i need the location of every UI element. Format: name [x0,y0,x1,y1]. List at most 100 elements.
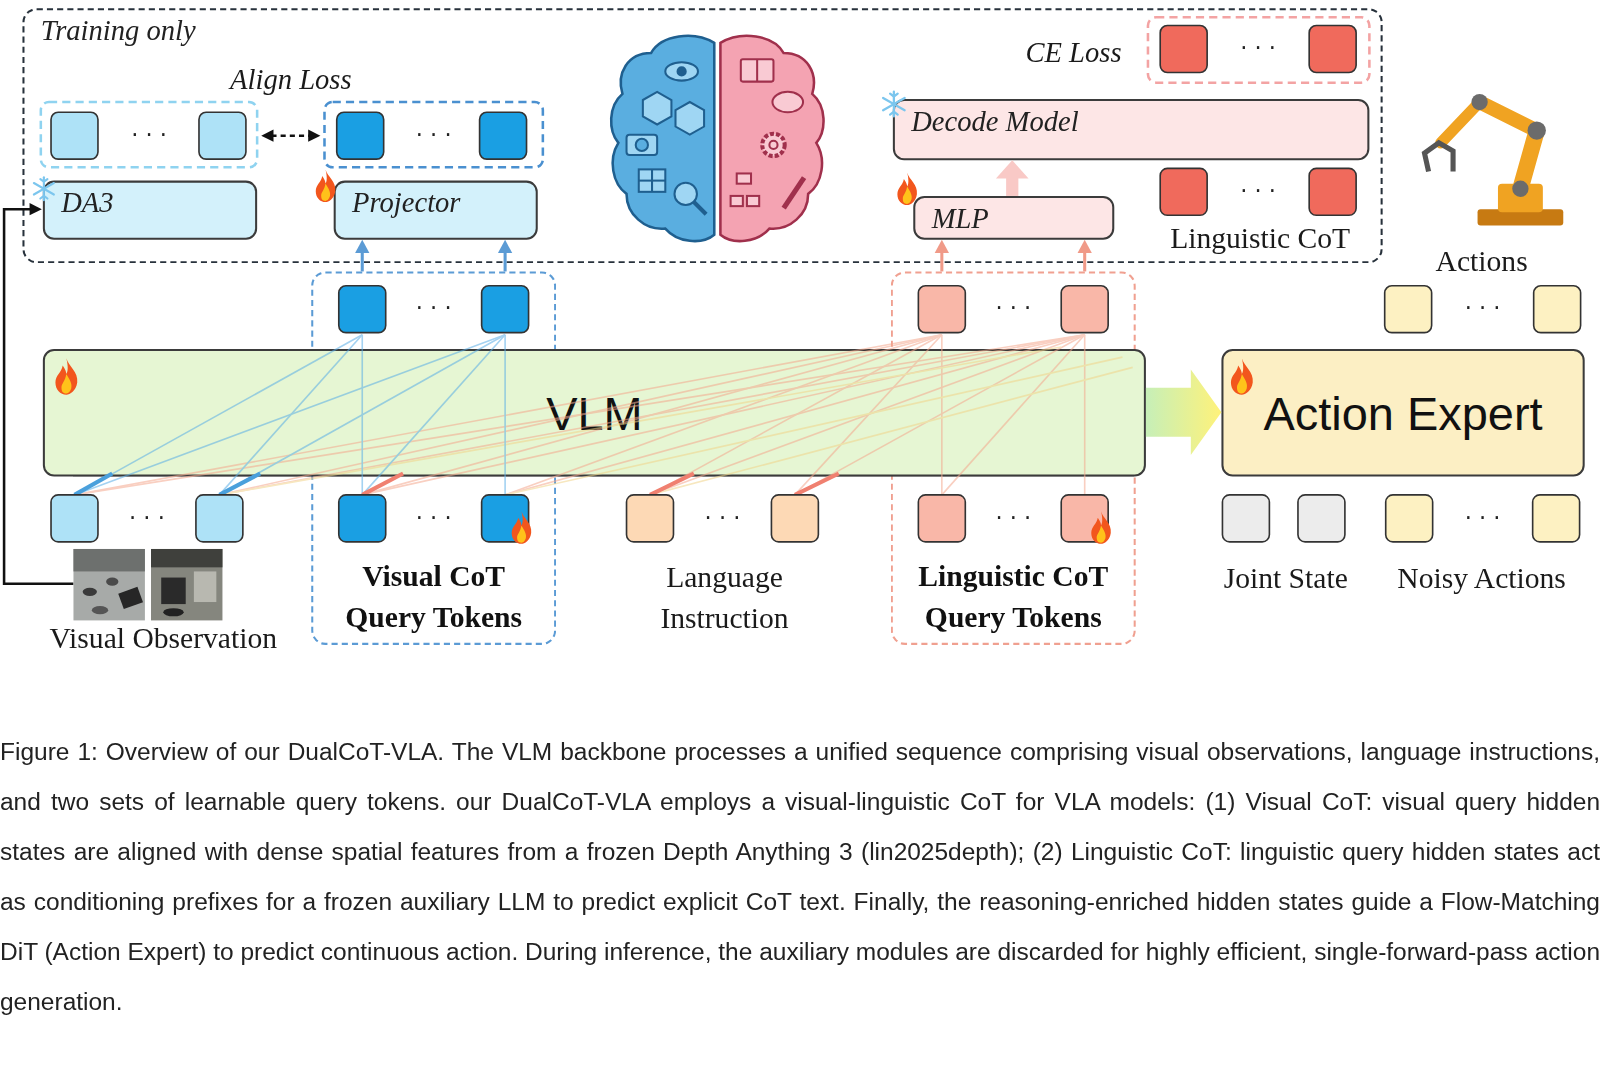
node-label: Training only [41,14,196,47]
node-label: Visual CoT Query Tokens [313,555,554,637]
stub [650,473,694,494]
token [51,495,98,542]
token [196,495,243,542]
snowflake-icon [34,177,54,200]
token [1309,168,1356,215]
ellipsis-mark: · · · [682,502,764,535]
token [1160,26,1207,73]
flow-arrow [1146,369,1222,455]
token [337,112,384,159]
ellipsis-mark: · · · [106,502,188,535]
camera-image [73,549,144,620]
figure-caption: Figure 1: Overview of our DualCoT-VLA. T… [0,727,1600,1027]
camera-image [151,549,222,620]
fire-icon [512,511,532,544]
image-detail [163,608,183,616]
robot-joint [1528,121,1546,139]
gear-hub [769,141,777,149]
magnifier-handle [694,202,706,214]
node-label: Decode Model [911,105,1078,138]
fire-icon [55,358,77,394]
robot-joint [1512,181,1528,197]
connector-line [361,250,364,271]
arrow-head [935,240,949,253]
connector-line [940,250,943,271]
flow-icon [731,196,743,206]
token-group-outline [41,102,257,167]
fire-icon [1091,511,1111,544]
observation-wire [4,203,73,584]
book-spine [756,59,758,81]
token [1533,495,1580,542]
image-detail [118,587,143,609]
token [339,495,386,542]
token [1061,286,1108,333]
robot-joint [1471,94,1487,110]
token [1061,495,1108,542]
image-detail [106,578,118,586]
arrow-head [30,203,42,215]
text-label: Visual Observation [10,619,316,656]
eye-icon [665,62,698,80]
flow-icon [737,173,751,183]
ellipsis-mark: · · · [972,502,1054,535]
token [1534,286,1581,333]
token [339,286,386,333]
module-box: Decode Model [893,99,1370,160]
image-detail [151,549,222,567]
brain-right-icons [731,59,804,208]
cube-icon [643,92,672,125]
connector [355,240,369,272]
token-group-outline [324,102,542,167]
grid-line [651,169,653,191]
connector [498,240,512,272]
token [1309,26,1356,73]
camera-icon [627,135,658,155]
token [918,495,965,542]
visual-attention [74,335,505,495]
connector-line [1083,250,1086,271]
connector-line [1006,175,1018,196]
text-label: Language Instruction [622,556,826,638]
ellipsis-mark: · · · [1217,33,1299,66]
connector-line [504,250,507,271]
query-group: Visual CoT Query Tokens [311,271,556,644]
token [480,112,527,159]
observation-images [73,549,222,620]
ellipsis-mark: · · · [393,119,475,152]
query-group: Linguistic CoT Query Tokens [891,271,1136,644]
token [918,286,965,333]
tokens [51,26,1581,542]
token [482,286,529,333]
brain-right [720,36,823,241]
node-label: MLP [932,202,989,235]
book-icon [741,59,774,81]
text-label: Align Loss [179,61,403,98]
image-detail [83,588,97,596]
text-label: CE Loss [992,35,1155,72]
stub [219,473,260,494]
stub [362,473,403,494]
stub [795,473,839,494]
text-label: Actions [1390,243,1574,280]
arrow-head [308,130,320,142]
token [1222,495,1269,542]
token [199,112,246,159]
token [771,495,818,542]
attention-lines [74,335,1132,495]
camera-lens [636,139,648,151]
robot-link [1441,102,1480,143]
gear-icon [762,134,784,156]
arrow-head [996,160,1029,178]
ellipsis-mark: · · · [1442,502,1524,535]
image-detail [73,549,144,571]
token [482,495,529,542]
image-detail [194,571,216,602]
brain-left [611,36,714,241]
robot-link [1480,102,1537,131]
ellipsis-mark: · · · [393,293,475,326]
token-group-outline [1148,17,1369,82]
linguistic-attention [74,335,1084,495]
robot-gripper [1424,143,1453,172]
connector [1078,240,1092,272]
